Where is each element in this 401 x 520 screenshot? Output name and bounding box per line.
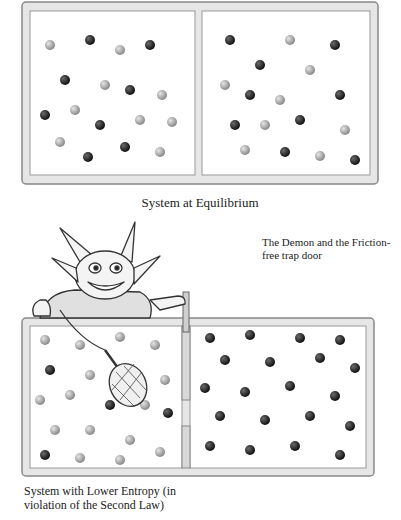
demon-figure (33, 222, 185, 413)
gas-molecules (40, 35, 360, 165)
caption-text: System at Equilibrium (60, 196, 340, 211)
caption-text: System with Lower Entropy (in violation … (24, 485, 214, 513)
callout-label: The Demon and the Friction-free trap doo… (262, 236, 392, 261)
sorted-molecules (35, 330, 360, 465)
equilibrium-container (22, 2, 378, 184)
sorted-container (22, 292, 374, 476)
